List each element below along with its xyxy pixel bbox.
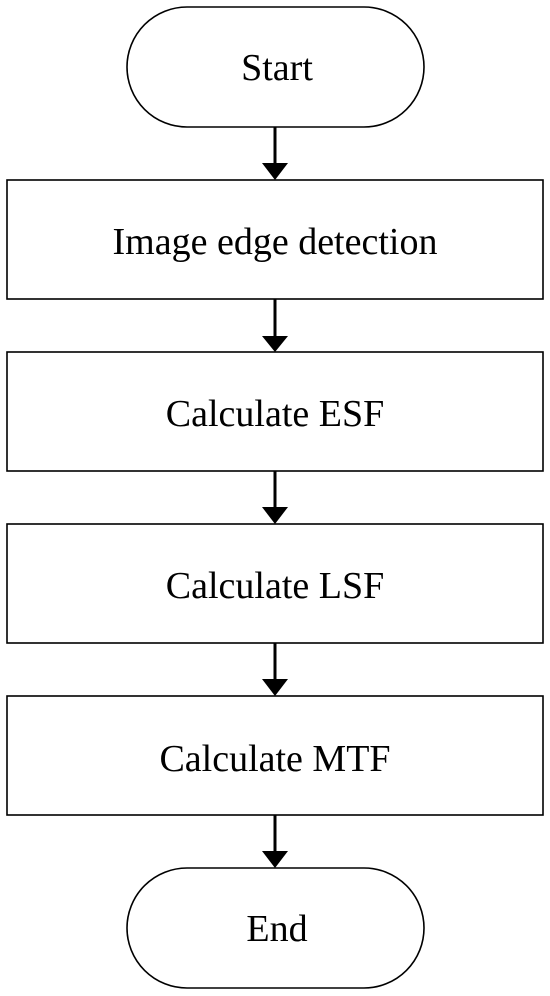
node-label-calc-esf: Calculate ESF	[166, 393, 384, 435]
arrowhead-icon	[262, 851, 288, 868]
node-end: End	[126, 867, 425, 989]
arrowhead-icon	[262, 507, 288, 524]
node-label-calc-lsf: Calculate LSF	[166, 565, 384, 607]
arrow-lsf-to-mtf	[262, 643, 288, 696]
node-calc-lsf: Calculate LSF	[6, 523, 544, 644]
node-label-edge-detection: Image edge detection	[113, 221, 438, 263]
arrowhead-icon	[262, 163, 288, 180]
node-label-calc-mtf: Calculate MTF	[159, 738, 390, 780]
node-calc-esf: Calculate ESF	[6, 351, 544, 472]
node-calc-mtf: Calculate MTF	[6, 695, 544, 816]
arrow-start-to-edge-detection	[262, 127, 288, 180]
process-shape-calc-lsf	[6, 523, 544, 644]
node-label-start: Start	[241, 47, 313, 89]
arrowhead-icon	[262, 336, 288, 352]
terminal-shape-end	[126, 867, 425, 989]
node-label-end: End	[246, 908, 307, 950]
process-shape-edge-detection	[6, 179, 544, 300]
node-start: Start	[126, 6, 425, 128]
arrow-esf-to-lsf	[262, 471, 288, 524]
arrow-edge-detection-to-esf	[262, 299, 288, 352]
arrow-mtf-to-end	[262, 815, 288, 868]
arrowhead-icon	[262, 679, 288, 696]
node-edge-detection: Image edge detection	[6, 179, 544, 300]
process-shape-calc-mtf	[6, 695, 544, 816]
